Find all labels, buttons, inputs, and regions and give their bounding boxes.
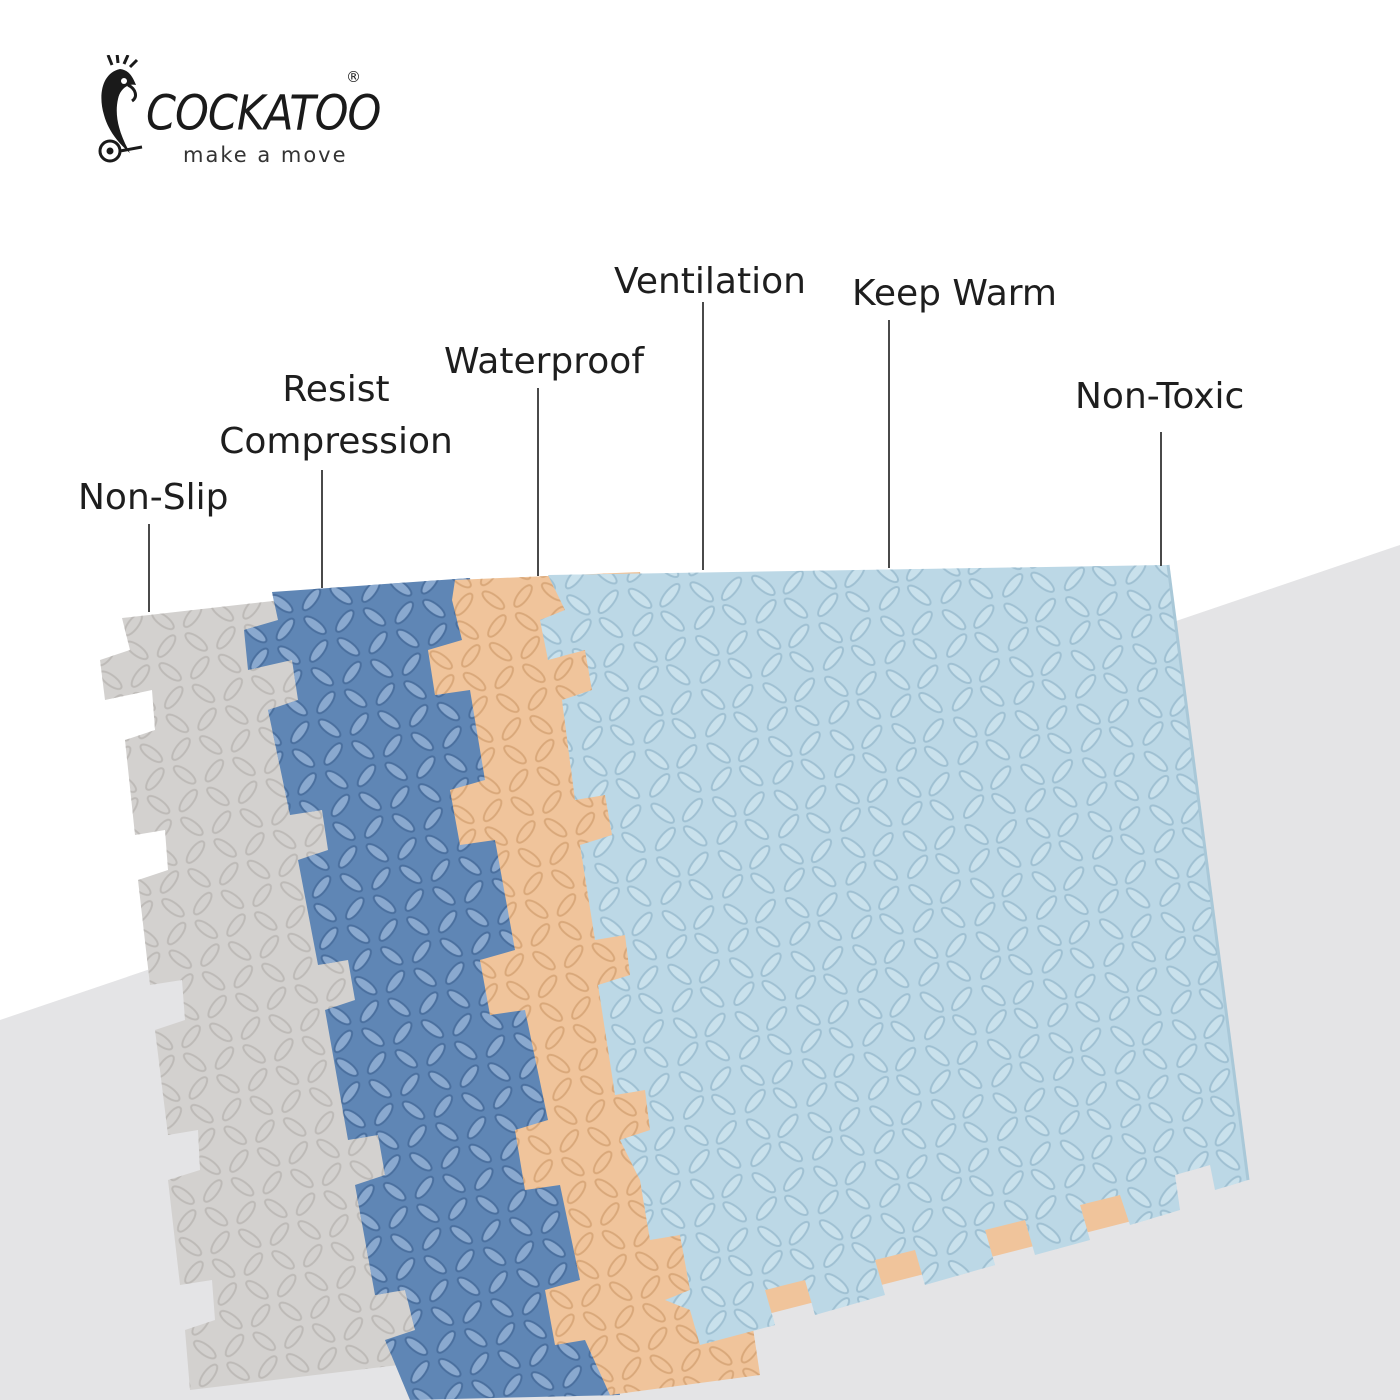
- light-blue-tile: [540, 564, 1250, 1345]
- leader-line-keep-warm: [888, 320, 890, 568]
- feature-label-resist: Resist: [282, 369, 390, 410]
- leader-line-ventilation: [702, 302, 704, 570]
- leader-line-resist-compression: [321, 470, 323, 588]
- feature-label-compression: Compression: [219, 421, 453, 462]
- brand-tagline: make a move: [183, 143, 348, 167]
- grey-tile: [100, 598, 440, 1390]
- leader-line-non-slip: [148, 524, 150, 612]
- leader-line-waterproof: [537, 388, 539, 576]
- registered-mark: ®: [346, 68, 361, 86]
- feature-label-non-slip: Non-Slip: [78, 477, 229, 518]
- feature-label-resist-compression: Resist Compression: [218, 364, 454, 468]
- brand-logo: COCKATOO ® make a move: [80, 55, 381, 175]
- blue-tile: [244, 578, 620, 1400]
- brand-name: COCKATOO: [146, 86, 381, 142]
- leader-line-non-toxic: [1160, 432, 1162, 566]
- feature-label-keep-warm: Keep Warm: [852, 273, 1057, 314]
- feature-label-non-toxic: Non-Toxic: [1075, 376, 1245, 417]
- cockatoo-bird-icon: [98, 55, 143, 163]
- feature-label-waterproof: Waterproof: [444, 341, 645, 382]
- feature-label-ventilation: Ventilation: [614, 261, 806, 302]
